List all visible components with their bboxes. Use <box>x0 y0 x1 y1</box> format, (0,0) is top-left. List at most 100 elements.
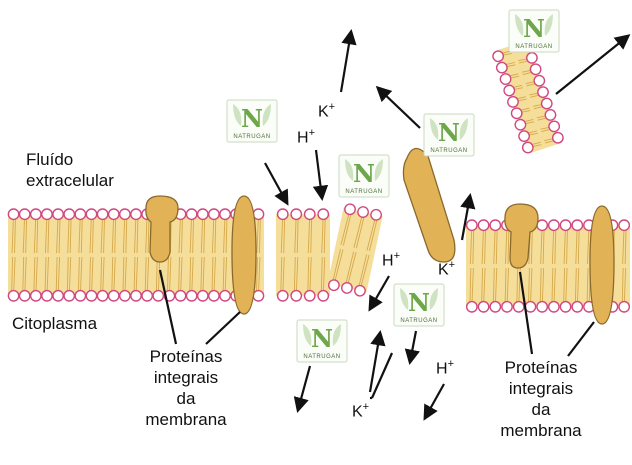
lipid-head-upper <box>186 209 196 219</box>
logo-letter: N <box>408 288 430 317</box>
lipid-head-upper <box>75 209 85 219</box>
lipid-head-lower <box>560 302 570 312</box>
cytoplasm-label: Citoplasma <box>12 313 97 334</box>
lipid-head-lower <box>42 291 52 301</box>
ion-arrow-fragment-out <box>556 36 628 94</box>
lipid-head-lower <box>175 291 185 301</box>
lipid-head-upper <box>318 209 328 219</box>
lipid-head-upper <box>64 209 74 219</box>
lipid-head-lower <box>525 302 535 312</box>
lipid-head-lower <box>97 291 107 301</box>
extracellular-fluid-label: Fluído extracelular <box>26 149 114 191</box>
pointer-line-left-2 <box>206 312 240 344</box>
proteins-left-line-2: integrais <box>126 367 246 388</box>
membrane-segment-tilted <box>326 203 383 297</box>
proteins-left-line-1: Proteínas <box>126 346 246 367</box>
logo-wordmark: NATRUGAN <box>303 354 340 360</box>
proteins-right-line-1: Proteínas <box>476 357 606 378</box>
lipid-head-lower <box>53 291 63 301</box>
lipid-head-upper <box>619 220 629 230</box>
transport-protein-middle <box>403 148 454 262</box>
lipid-head-lower <box>31 291 41 301</box>
integral-protein-left <box>232 196 256 314</box>
extracellular-line-2: extracelular <box>26 170 114 191</box>
extracellular-line-1: Fluído <box>26 149 114 170</box>
lipid-head-upper <box>31 209 41 219</box>
logo-wordmark: NATRUGAN <box>233 134 270 140</box>
lipid-head-lower <box>153 291 163 301</box>
ion-label-h-bottom: H+ <box>436 355 454 378</box>
ion-arrow-h-in-top <box>316 150 322 198</box>
lipid-head-upper <box>572 220 582 230</box>
lipid-head-lower <box>478 302 488 312</box>
lipid-head-lower <box>253 291 263 301</box>
ion-arrow-k-out-top <box>341 32 351 92</box>
ion-arrow-h-down <box>370 276 389 309</box>
logo-letter: N <box>353 159 375 188</box>
logo-letter: N <box>241 104 263 133</box>
lipid-head-upper <box>549 220 559 230</box>
logo-wordmark: NATRUGAN <box>345 189 382 195</box>
proteins-right-line-4: membrana <box>476 420 606 441</box>
lipid-head-lower <box>209 291 219 301</box>
lipid-head-upper <box>97 209 107 219</box>
logo-wordmark: NATRUGAN <box>430 148 467 154</box>
membrane-segment-center <box>276 209 330 301</box>
lipid-head-upper <box>291 209 301 219</box>
lipid-head-upper <box>19 209 29 219</box>
membrane-fragment-floating <box>491 39 564 155</box>
ion-arrow-logo-in <box>265 163 287 203</box>
lipid-head-upper <box>209 209 219 219</box>
lipid-head-lower <box>318 291 328 301</box>
lipid-head-lower <box>619 302 629 312</box>
lipid-head-upper <box>560 220 570 230</box>
integral-proteins-label-right: Proteínas integrais da membrana <box>476 357 606 441</box>
lipid-head-lower <box>142 291 152 301</box>
lipid-head-lower <box>131 291 141 301</box>
lipid-head-lower <box>19 291 29 301</box>
ion-arrow-h-bottom <box>425 384 444 418</box>
lipid-head-upper <box>478 220 488 230</box>
proteins-left-line-4: membrana <box>126 409 246 430</box>
lipid-head-lower <box>120 291 130 301</box>
logo-letter: N <box>438 118 460 147</box>
ion-label-h-top: H+ <box>297 124 315 147</box>
logo-natrugan-middle: NNATRUGAN <box>339 155 389 197</box>
ion-arrow-logo2-down <box>410 331 416 362</box>
lipid-head-lower <box>64 291 74 301</box>
lipid-head-lower <box>572 302 582 312</box>
ion-label-h-middle: H+ <box>382 247 400 270</box>
ion-label-k-top: K+ <box>318 98 335 121</box>
ion-label-k-middle: K+ <box>438 256 455 279</box>
logo-wordmark: NATRUGAN <box>515 44 552 50</box>
lipid-head-lower <box>305 291 315 301</box>
lipid-head-lower <box>86 291 96 301</box>
lipid-head-upper <box>53 209 63 219</box>
lipid-head-upper <box>8 209 18 219</box>
membrane-segment-left <box>8 209 264 301</box>
lipid-head-upper <box>109 209 119 219</box>
lipid-head-lower <box>8 291 18 301</box>
lipid-head-lower <box>537 302 547 312</box>
lipid-head-lower <box>75 291 85 301</box>
lipid-head-lower <box>109 291 119 301</box>
logo-wordmark: NATRUGAN <box>400 318 437 324</box>
lipid-head-upper <box>120 209 130 219</box>
lipid-head-upper <box>490 220 500 230</box>
lipid-head-upper <box>131 209 141 219</box>
lipid-head-upper <box>86 209 96 219</box>
ion-arrow-out-left-diag <box>378 88 420 128</box>
pointer-line-right-2 <box>568 322 594 356</box>
logo-natrugan-left: NNATRUGAN <box>227 100 277 142</box>
lipid-head-upper <box>42 209 52 219</box>
lipid-head-lower <box>514 302 524 312</box>
lipid-head-upper <box>220 209 230 219</box>
lipid-head-lower <box>467 302 477 312</box>
integral-protein-right <box>590 206 614 324</box>
lipid-head-lower <box>186 291 196 301</box>
lipid-head-lower <box>549 302 559 312</box>
proteins-right-line-2: integrais <box>476 378 606 399</box>
lipid-head-lower <box>198 291 208 301</box>
